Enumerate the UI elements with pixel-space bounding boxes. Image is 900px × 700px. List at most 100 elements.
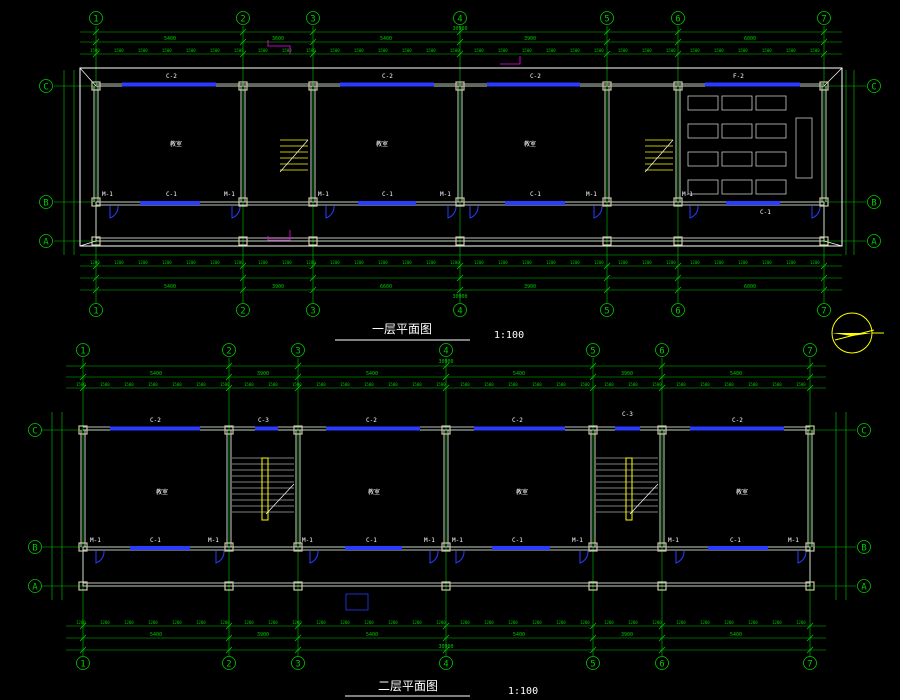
axis-number: 6 — [675, 15, 680, 25]
dim-text-small: 1200 — [474, 260, 484, 265]
windows — [95, 426, 807, 564]
desk — [687, 123, 719, 139]
dim-text-small: 1500 — [292, 382, 302, 387]
dim-text-small: 1500 — [210, 48, 220, 53]
dim-tick — [239, 38, 247, 46]
window — [474, 426, 565, 431]
dim-text-small: 1500 — [700, 382, 710, 387]
column — [805, 542, 815, 552]
dim-text-small: 1200 — [772, 620, 782, 625]
axis-bubble — [857, 423, 871, 437]
door-label: M-1 — [90, 537, 101, 544]
dim-text-small: 1200 — [412, 620, 422, 625]
door-label: M-1 — [102, 191, 113, 198]
axis-number: 2 — [240, 307, 245, 317]
door-swing — [675, 550, 685, 564]
column — [673, 197, 683, 207]
dim-text-small: 1200 — [292, 620, 302, 625]
north-arrow-icon — [831, 312, 884, 354]
dim-tick — [309, 38, 317, 46]
window-label: C-2 — [512, 417, 523, 424]
column — [238, 236, 248, 246]
axis-bubble — [817, 303, 831, 317]
axis-number: 3 — [295, 660, 300, 670]
dim-tick — [239, 274, 247, 282]
dim-text: 6000 — [744, 284, 756, 290]
dim-tick — [589, 634, 597, 642]
dim-text-small: 1500 — [282, 48, 292, 53]
desk — [755, 151, 787, 167]
stair-handrail — [625, 457, 633, 521]
dim-text-small: 1200 — [162, 260, 172, 265]
dim-tick — [589, 622, 597, 630]
dim-tick — [239, 262, 247, 270]
axis-number: 2 — [226, 660, 231, 670]
dim-tick — [225, 646, 233, 654]
dim-text-small: 1200 — [378, 260, 388, 265]
dim-text: 5400 — [150, 632, 162, 638]
dim-text: 5400 — [730, 632, 742, 638]
dim-tick — [658, 622, 666, 630]
dim-tick — [820, 28, 828, 36]
axis-bubble — [439, 343, 453, 357]
dim-text-small: 1500 — [556, 382, 566, 387]
stair-arrow — [279, 139, 309, 173]
axis-bubble — [803, 343, 817, 357]
dim-text-small: 1500 — [220, 382, 230, 387]
dim-text-small: 1200 — [234, 260, 244, 265]
dim-text-small: 1200 — [690, 260, 700, 265]
axis-number: 3 — [295, 347, 300, 357]
dim-text-small: 1200 — [642, 260, 652, 265]
dim-text-small: 1500 — [138, 48, 148, 53]
dim-tick — [79, 634, 87, 642]
axis-bubble — [857, 540, 871, 554]
dim-text-small: 1500 — [474, 48, 484, 53]
axis-number: 4 — [457, 307, 462, 317]
desk — [687, 179, 719, 195]
dim-tick — [309, 28, 317, 36]
dim-tick — [294, 634, 302, 642]
dim-text-small: 1500 — [690, 48, 700, 53]
window-label: C-1 — [530, 191, 541, 198]
axis-bubble — [671, 11, 685, 25]
dim-tick — [603, 286, 611, 294]
axis-bubble — [291, 343, 305, 357]
dim-text-small: 1200 — [100, 620, 110, 625]
dim-tick — [806, 362, 814, 370]
axis-number: 5 — [590, 660, 595, 670]
axis-bubble — [867, 79, 881, 93]
dim-tick — [92, 262, 100, 270]
dim-text-small: 1500 — [148, 382, 158, 387]
column — [819, 81, 829, 91]
dim-text: 3900 — [524, 284, 536, 290]
window-label: C-2 — [530, 73, 541, 80]
window — [505, 201, 565, 205]
room-label: 教室 — [524, 140, 536, 148]
dim-tick — [92, 28, 100, 36]
dim-text-small: 1200 — [556, 620, 566, 625]
dim-tick — [674, 286, 682, 294]
dim-tick — [239, 286, 247, 294]
dim-tick — [442, 362, 450, 370]
axis-number: 4 — [443, 660, 448, 670]
door-label: M-1 — [224, 191, 235, 198]
dim-text-small: 1500 — [186, 48, 196, 53]
dim-text-small: 1500 — [90, 48, 100, 53]
section-marker — [345, 593, 369, 611]
dim-text-small: 1200 — [786, 260, 796, 265]
dim-tick — [806, 373, 814, 381]
dim-text-small: 1500 — [786, 48, 796, 53]
axis-number: 1 — [93, 307, 98, 317]
dim-text: 5400 — [730, 371, 742, 377]
axis-letter: B — [861, 544, 866, 554]
window-label: C-2 — [382, 73, 393, 80]
column — [673, 81, 683, 91]
column — [588, 581, 598, 591]
dim-text-small: 1500 — [436, 382, 446, 387]
door-swing — [429, 550, 439, 564]
furniture — [279, 95, 813, 195]
dim-tick — [442, 622, 450, 630]
